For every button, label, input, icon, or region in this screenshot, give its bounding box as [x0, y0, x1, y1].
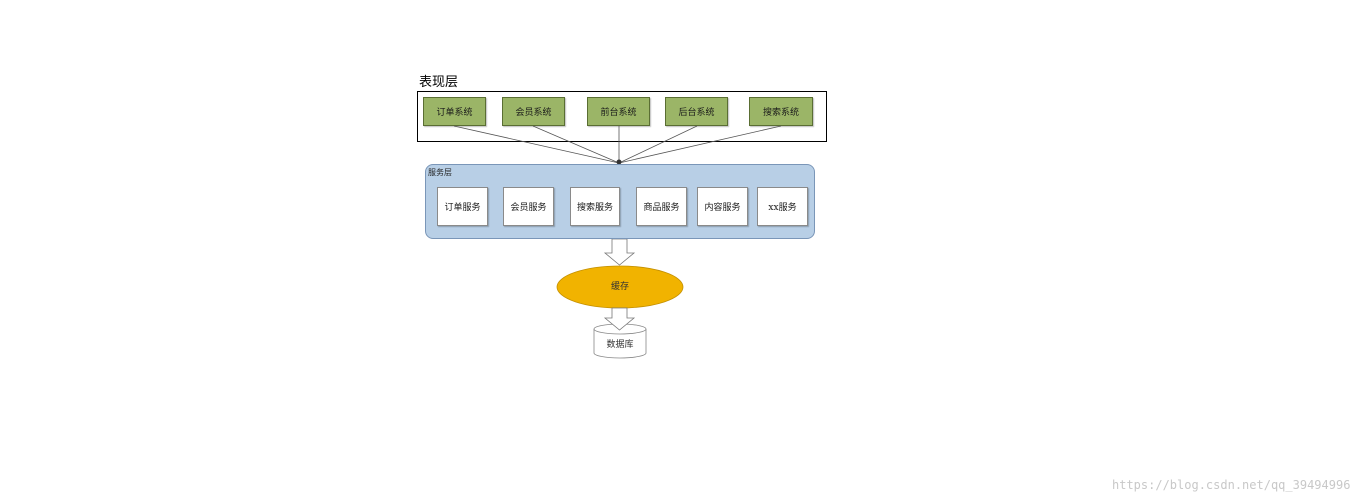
arrow-cache-to-database: [603, 307, 636, 331]
system-box-search: 搜索系统: [749, 97, 813, 126]
service-label: 会员服务: [510, 203, 547, 213]
service-label: 内容服务: [704, 203, 741, 213]
service-box-xx: xx服务: [757, 187, 808, 226]
database-label: 数据库: [606, 340, 634, 350]
junction-dot: [616, 159, 622, 165]
cache-label: 缓存: [610, 282, 629, 292]
connector-line: [618, 125, 698, 164]
system-box-order: 订单系统: [423, 97, 486, 126]
service-label: 搜索服务: [576, 203, 613, 213]
service-layer-title: 服务层: [428, 168, 452, 177]
service-box-member: 会员服务: [503, 187, 554, 226]
system-label: 前台系统: [600, 108, 637, 118]
system-label: 会员系统: [515, 108, 552, 118]
connector-line: [618, 125, 782, 164]
service-layer-panel: [425, 164, 815, 239]
system-box-backend: 后台系统: [665, 97, 728, 126]
system-label: 后台系统: [678, 108, 715, 118]
service-label: xx服务: [768, 203, 797, 213]
watermark-url: https://blog.csdn.net/qq_39494996: [1112, 478, 1351, 492]
presentation-layer-title: 表现层: [419, 75, 459, 90]
connector-line: [532, 125, 620, 164]
system-box-member: 会员系统: [502, 97, 565, 126]
system-label: 搜索系统: [762, 108, 799, 118]
service-box-search: 搜索服务: [570, 187, 620, 226]
service-box-product: 商品服务: [636, 187, 687, 226]
connector-line: [453, 125, 620, 164]
arrow-service-to-cache: [603, 238, 636, 266]
system-box-frontend: 前台系统: [587, 97, 650, 126]
service-box-order: 订单服务: [437, 187, 488, 226]
system-label: 订单系统: [436, 108, 473, 118]
service-label: 商品服务: [643, 203, 680, 213]
service-label: 订单服务: [444, 203, 481, 213]
service-box-content: 内容服务: [697, 187, 748, 226]
